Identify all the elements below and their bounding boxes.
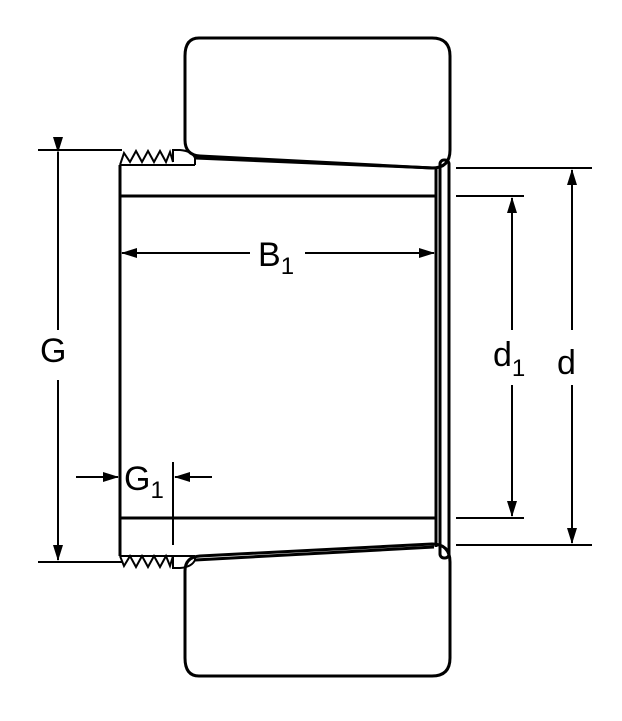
label-B1-main: B	[258, 236, 281, 274]
label-G1-main: G	[124, 460, 150, 498]
label-B1: B1	[258, 236, 294, 280]
dimension-G1	[76, 462, 212, 545]
dimension-d	[456, 167, 592, 546]
label-d1: d1	[493, 336, 525, 382]
label-d: d	[557, 344, 576, 382]
label-B1-sub: 1	[281, 253, 294, 280]
label-d1-sub: 1	[512, 355, 525, 382]
dimension-d1	[456, 195, 524, 519]
upper-bearing-ring	[183, 36, 452, 170]
label-G: G	[40, 332, 66, 370]
label-d1-main: d	[493, 336, 512, 374]
adapter-sleeve	[118, 148, 451, 570]
lower-bearing-ring	[183, 542, 452, 678]
label-G1-sub: 1	[150, 477, 163, 504]
dimension-G	[38, 137, 122, 563]
label-G1: G1	[124, 460, 164, 504]
